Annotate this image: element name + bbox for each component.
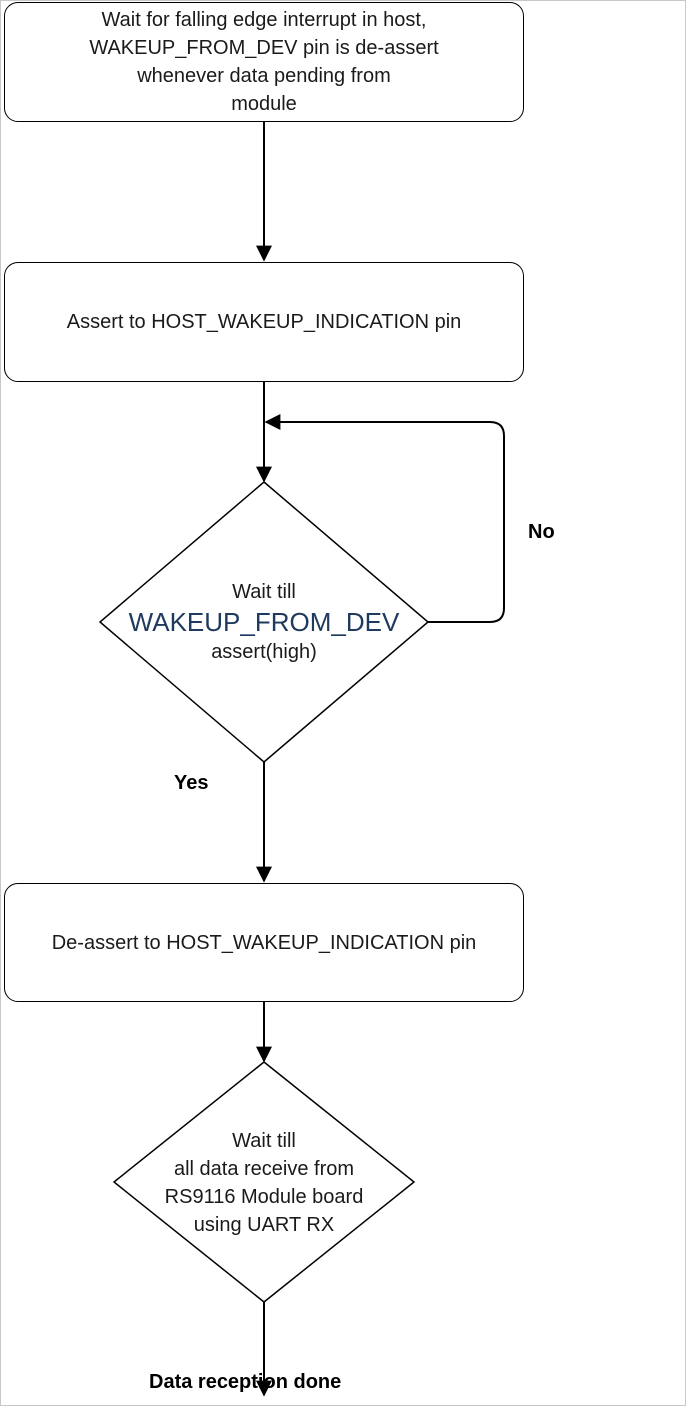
decision-wakeup-line3: assert(high) — [211, 641, 317, 663]
decision-data-line4: using UART RX — [193, 1214, 335, 1236]
decision-wakeup: Wait till WAKEUP_FROM_DEV assert(high) — [104, 578, 424, 666]
decision-wakeup-line1: Wait till — [232, 581, 296, 603]
decision-data-line2: all data receive from — [173, 1158, 355, 1180]
edge-no-loop — [264, 414, 505, 623]
process-assert-host-wakeup: Assert to HOST_WAKEUP_INDICATION pin — [4, 262, 524, 382]
process-deassert-host-wakeup-text: De-assert to HOST_WAKEUP_INDICATION pin — [51, 931, 477, 954]
process-wait-interrupt: Wait for falling edge interrupt in host,… — [4, 2, 524, 122]
process-assert-host-wakeup-text: Assert to HOST_WAKEUP_INDICATION pin — [66, 311, 462, 333]
decision-data-line3: RS9116 Module board — [164, 1186, 364, 1208]
process-deassert-host-wakeup: De-assert to HOST_WAKEUP_INDICATION pin — [4, 883, 524, 1002]
terminal-data-reception-done: Data reception done — [149, 1371, 342, 1393]
decision-data-received: Wait till all data receive from RS9116 M… — [114, 1127, 414, 1239]
edge-label-no: No — [528, 521, 555, 543]
decision-wakeup-signal: WAKEUP_FROM_DEV — [128, 607, 400, 637]
edge-label-yes: Yes — [174, 772, 209, 794]
process-wait-interrupt-text: Wait for falling edge interrupt in host,… — [89, 9, 439, 115]
decision-data-line1: Wait till — [232, 1130, 296, 1152]
